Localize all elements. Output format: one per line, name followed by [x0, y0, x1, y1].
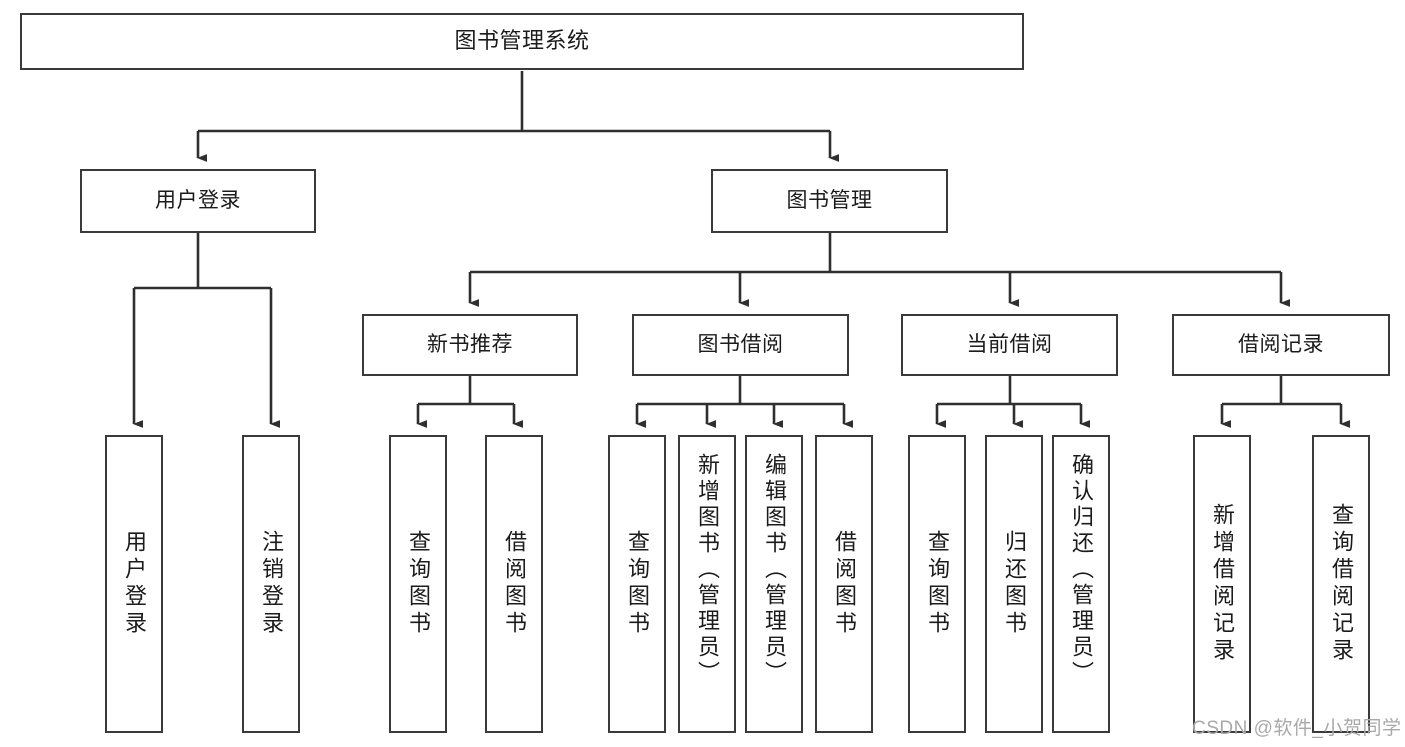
node-label: 确认归还（管理员）: [1069, 453, 1094, 687]
node-label: 归还图书: [1002, 530, 1027, 638]
leaf-edit-book[interactable]: 编辑图书（管理员）: [745, 435, 803, 733]
node-label: 编辑图书（管理员）: [762, 453, 787, 687]
node-new-book-rec[interactable]: 新书推荐: [362, 314, 578, 376]
node-label: 借阅记录: [1238, 333, 1324, 357]
node-label: 新增图书（管理员）: [695, 453, 720, 687]
node-label: 查询图书: [406, 530, 431, 638]
node-label: 查询图书: [625, 530, 650, 638]
node-label: 借阅图书: [502, 530, 527, 638]
leaf-confirm-return[interactable]: 确认归还（管理员）: [1052, 435, 1110, 733]
node-label: 查询借阅记录: [1329, 503, 1354, 665]
node-book-manage[interactable]: 图书管理: [711, 169, 948, 233]
node-label: 新书推荐: [427, 333, 513, 357]
leaf-borrow-book-borrow[interactable]: 借阅图书: [815, 435, 873, 733]
leaf-return-book[interactable]: 归还图书: [985, 435, 1043, 733]
node-label: 用户登录: [155, 189, 241, 213]
leaf-borrow-book-new-rec[interactable]: 借阅图书: [485, 435, 543, 733]
node-current-borrow[interactable]: 当前借阅: [901, 314, 1118, 376]
leaf-user-login[interactable]: 用户登录: [105, 435, 163, 733]
node-user-login[interactable]: 用户登录: [80, 169, 316, 233]
csdn-watermark: CSDN @软件_小贺同学: [1192, 718, 1402, 739]
node-label: 图书管理: [786, 189, 873, 213]
node-label: 用户登录: [122, 530, 147, 638]
node-label: 注销登录: [259, 530, 284, 638]
node-borrow-record[interactable]: 借阅记录: [1172, 314, 1390, 376]
node-label: 借阅图书: [832, 530, 857, 638]
node-label: 图书借阅: [697, 333, 784, 357]
node-root-system[interactable]: 图书管理系统: [20, 13, 1024, 70]
node-label: 新增借阅记录: [1210, 503, 1235, 665]
node-book-borrow[interactable]: 图书借阅: [632, 314, 849, 376]
node-label: 查询图书: [925, 530, 950, 638]
leaf-add-record[interactable]: 新增借阅记录: [1193, 435, 1251, 733]
leaf-logout[interactable]: 注销登录: [242, 435, 300, 733]
node-label: 图书管理系统: [454, 28, 590, 54]
leaf-query-book-new-rec[interactable]: 查询图书: [389, 435, 447, 733]
leaf-query-record[interactable]: 查询借阅记录: [1312, 435, 1370, 733]
leaf-query-book-borrow[interactable]: 查询图书: [608, 435, 666, 733]
node-label: 当前借阅: [966, 333, 1053, 357]
leaf-add-book[interactable]: 新增图书（管理员）: [678, 435, 736, 733]
leaf-query-book-current[interactable]: 查询图书: [908, 435, 966, 733]
